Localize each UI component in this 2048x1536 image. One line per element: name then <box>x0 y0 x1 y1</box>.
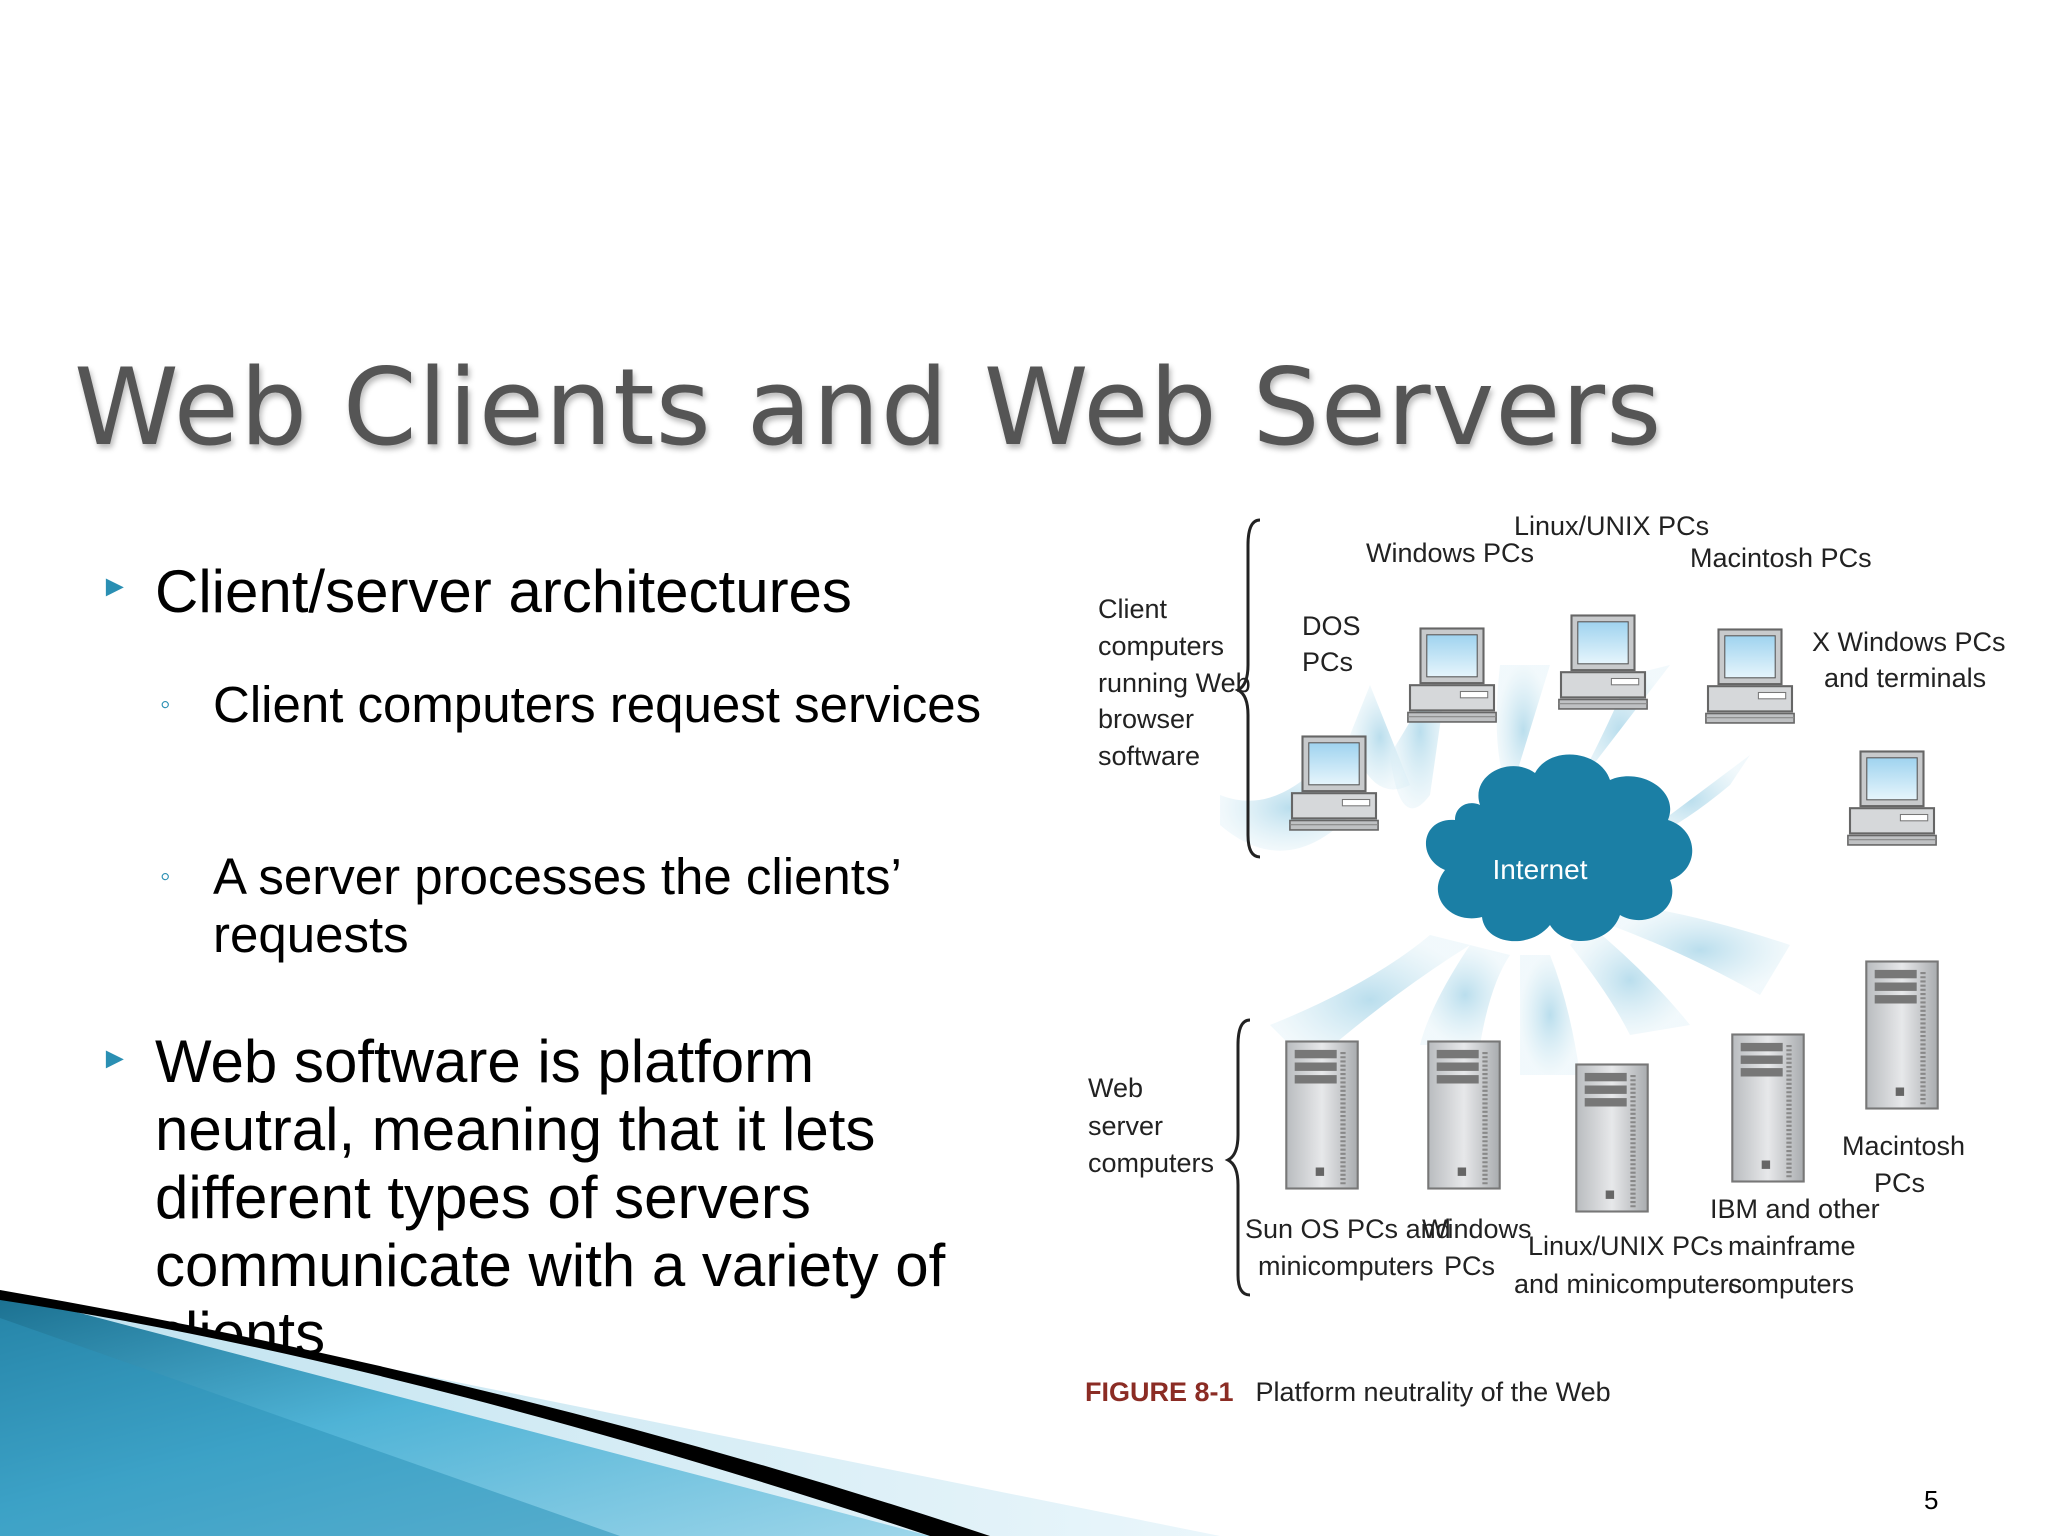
svg-text:mainframe: mainframe <box>1728 1231 1856 1261</box>
server-tower-icon <box>1286 1042 1357 1189</box>
bullet-marker-icon: ► <box>100 1042 130 1075</box>
svg-text:IBM and other: IBM and other <box>1710 1194 1880 1224</box>
server-tower-icon <box>1576 1065 1647 1212</box>
connection-beam <box>1570 925 1690 1035</box>
svg-text:Linux/UNIX PCs: Linux/UNIX PCs <box>1528 1231 1723 1261</box>
svg-text:minicomputers: minicomputers <box>1258 1251 1434 1281</box>
desktop-computer-icon <box>1406 627 1498 724</box>
svg-text:PCs: PCs <box>1302 647 1353 677</box>
client-mac-pc: Macintosh PCs <box>1690 543 1872 725</box>
svg-text:Web: Web <box>1088 1073 1143 1103</box>
svg-text:computers: computers <box>1728 1269 1854 1299</box>
server-linux: Linux/UNIX PCs and minicomputers <box>1514 1065 1742 1299</box>
svg-text:server: server <box>1088 1111 1163 1141</box>
terminal-icon <box>1846 750 1938 847</box>
connection-beam <box>1496 665 1550 795</box>
sub-bullet-marker-icon: ◦ <box>160 688 171 721</box>
connection-beam <box>1270 935 1470 1065</box>
platform-neutrality-diagram: Internet Client computers running Web br… <box>1070 505 2030 1425</box>
figure-caption: FIGURE 8-1 Platform neutrality of the Web <box>1085 1377 1611 1408</box>
bullet-item: Web software is platform neutral, meanin… <box>155 1028 946 1367</box>
connection-beam <box>1420 945 1510 1045</box>
sub-bullet-item: A server processes the clients’ requests <box>213 848 900 963</box>
desktop-computer-icon <box>1557 614 1649 711</box>
cloud-label: Internet <box>1493 854 1588 885</box>
server-ibm-mainframe: IBM and other mainframe computers <box>1710 1035 1880 1299</box>
client-group-label: Client computers running Web browser sof… <box>1098 594 1251 771</box>
svg-text:X Windows PCs: X Windows PCs <box>1812 627 2006 657</box>
server-sun-os: Sun OS PCs and minicomputers <box>1245 1042 1451 1281</box>
server-group-label: Web server computers <box>1088 1073 1214 1178</box>
client-windows-pc: Windows PCs <box>1366 538 1534 724</box>
connection-beam <box>1610 905 1790 995</box>
client-dos-pc: DOS PCs <box>1288 611 1380 832</box>
svg-text:and terminals: and terminals <box>1824 663 1986 693</box>
server-macintosh: Macintosh PCs <box>1842 962 1965 1198</box>
page-number: 5 <box>1924 1485 1939 1515</box>
server-tower-icon <box>1866 962 1937 1109</box>
figure-number: FIGURE 8-1 <box>1085 1377 1234 1407</box>
svg-text:DOS: DOS <box>1302 611 1361 641</box>
figure-caption-text: Platform neutrality of the Web <box>1255 1377 1611 1407</box>
svg-text:running Web: running Web <box>1098 668 1251 698</box>
server-windows: Windows PCs <box>1422 1042 1532 1281</box>
mainframe-icon <box>1732 1035 1803 1182</box>
connection-beam <box>1520 955 1580 1075</box>
svg-text:Windows PCs: Windows PCs <box>1366 538 1534 568</box>
svg-text:Macintosh: Macintosh <box>1842 1131 1965 1161</box>
sub-bullet-item: Client computers request services <box>213 676 982 733</box>
bullet-marker-icon: ► <box>100 570 130 603</box>
desktop-computer-icon <box>1288 735 1380 832</box>
bullet-item: Client/server architectures <box>155 558 852 625</box>
internet-cloud: Internet <box>1425 754 1693 942</box>
svg-text:Linux/UNIX PCs: Linux/UNIX PCs <box>1514 511 1709 541</box>
svg-text:computers: computers <box>1088 1148 1214 1178</box>
svg-text:PCs: PCs <box>1444 1251 1495 1281</box>
svg-text:software: software <box>1098 741 1200 771</box>
svg-text:Macintosh PCs: Macintosh PCs <box>1690 543 1872 573</box>
svg-text:PCs: PCs <box>1874 1168 1925 1198</box>
server-bracket <box>1224 1018 1251 1297</box>
client-linux-pc: Linux/UNIX PCs <box>1514 511 1709 711</box>
client-bracket <box>1234 518 1261 859</box>
sub-bullet-marker-icon: ◦ <box>160 860 171 893</box>
slide-title: Web Clients and Web Servers <box>74 346 1663 469</box>
svg-text:computers: computers <box>1098 631 1224 661</box>
svg-text:Sun OS PCs and: Sun OS PCs and <box>1245 1214 1451 1244</box>
svg-text:browser: browser <box>1098 704 1194 734</box>
svg-text:and minicomputers: and minicomputers <box>1514 1269 1742 1299</box>
desktop-computer-icon <box>1704 628 1796 725</box>
client-xwindows-terminal: X Windows PCs and terminals <box>1812 627 2006 847</box>
svg-text:Windows: Windows <box>1422 1214 1532 1244</box>
svg-text:Client: Client <box>1098 594 1168 624</box>
server-tower-icon <box>1428 1042 1499 1189</box>
